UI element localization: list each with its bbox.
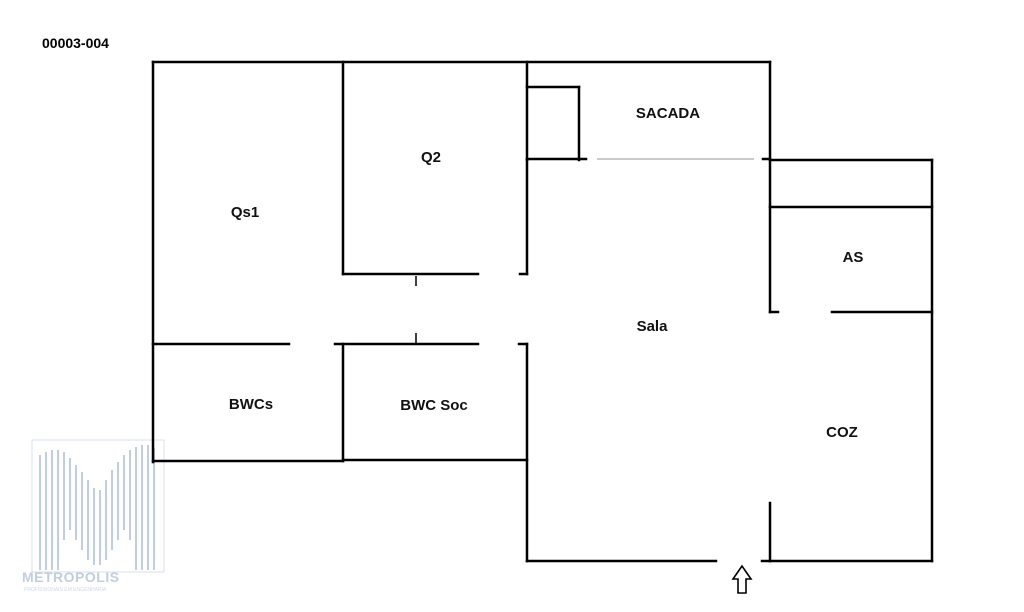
room-label-qs1: Qs1	[231, 204, 259, 221]
room-label-bwcs: BWCs	[229, 396, 273, 413]
logo-m-mark	[31, 439, 165, 573]
room-label-sacada: SACADA	[636, 105, 700, 122]
walls	[151, 60, 934, 563]
plan-code: 00003-004	[42, 35, 109, 51]
room-label-q2: Q2	[421, 149, 441, 166]
logo-tagline: PROFISSIONAIS EM ENGENHARIA	[24, 587, 107, 593]
logo-name: METROPOLIS	[22, 569, 120, 585]
up-arrow-icon	[731, 564, 753, 594]
room-label-sala: Sala	[637, 318, 669, 335]
room-label-bwc-soc: BWC Soc	[400, 397, 468, 414]
room-label-coz: COZ	[826, 424, 858, 441]
metropolis-logo: METROPOLIS PROFISSIONAIS EM ENGENHARIA	[22, 439, 165, 593]
room-label-as: AS	[843, 249, 864, 266]
